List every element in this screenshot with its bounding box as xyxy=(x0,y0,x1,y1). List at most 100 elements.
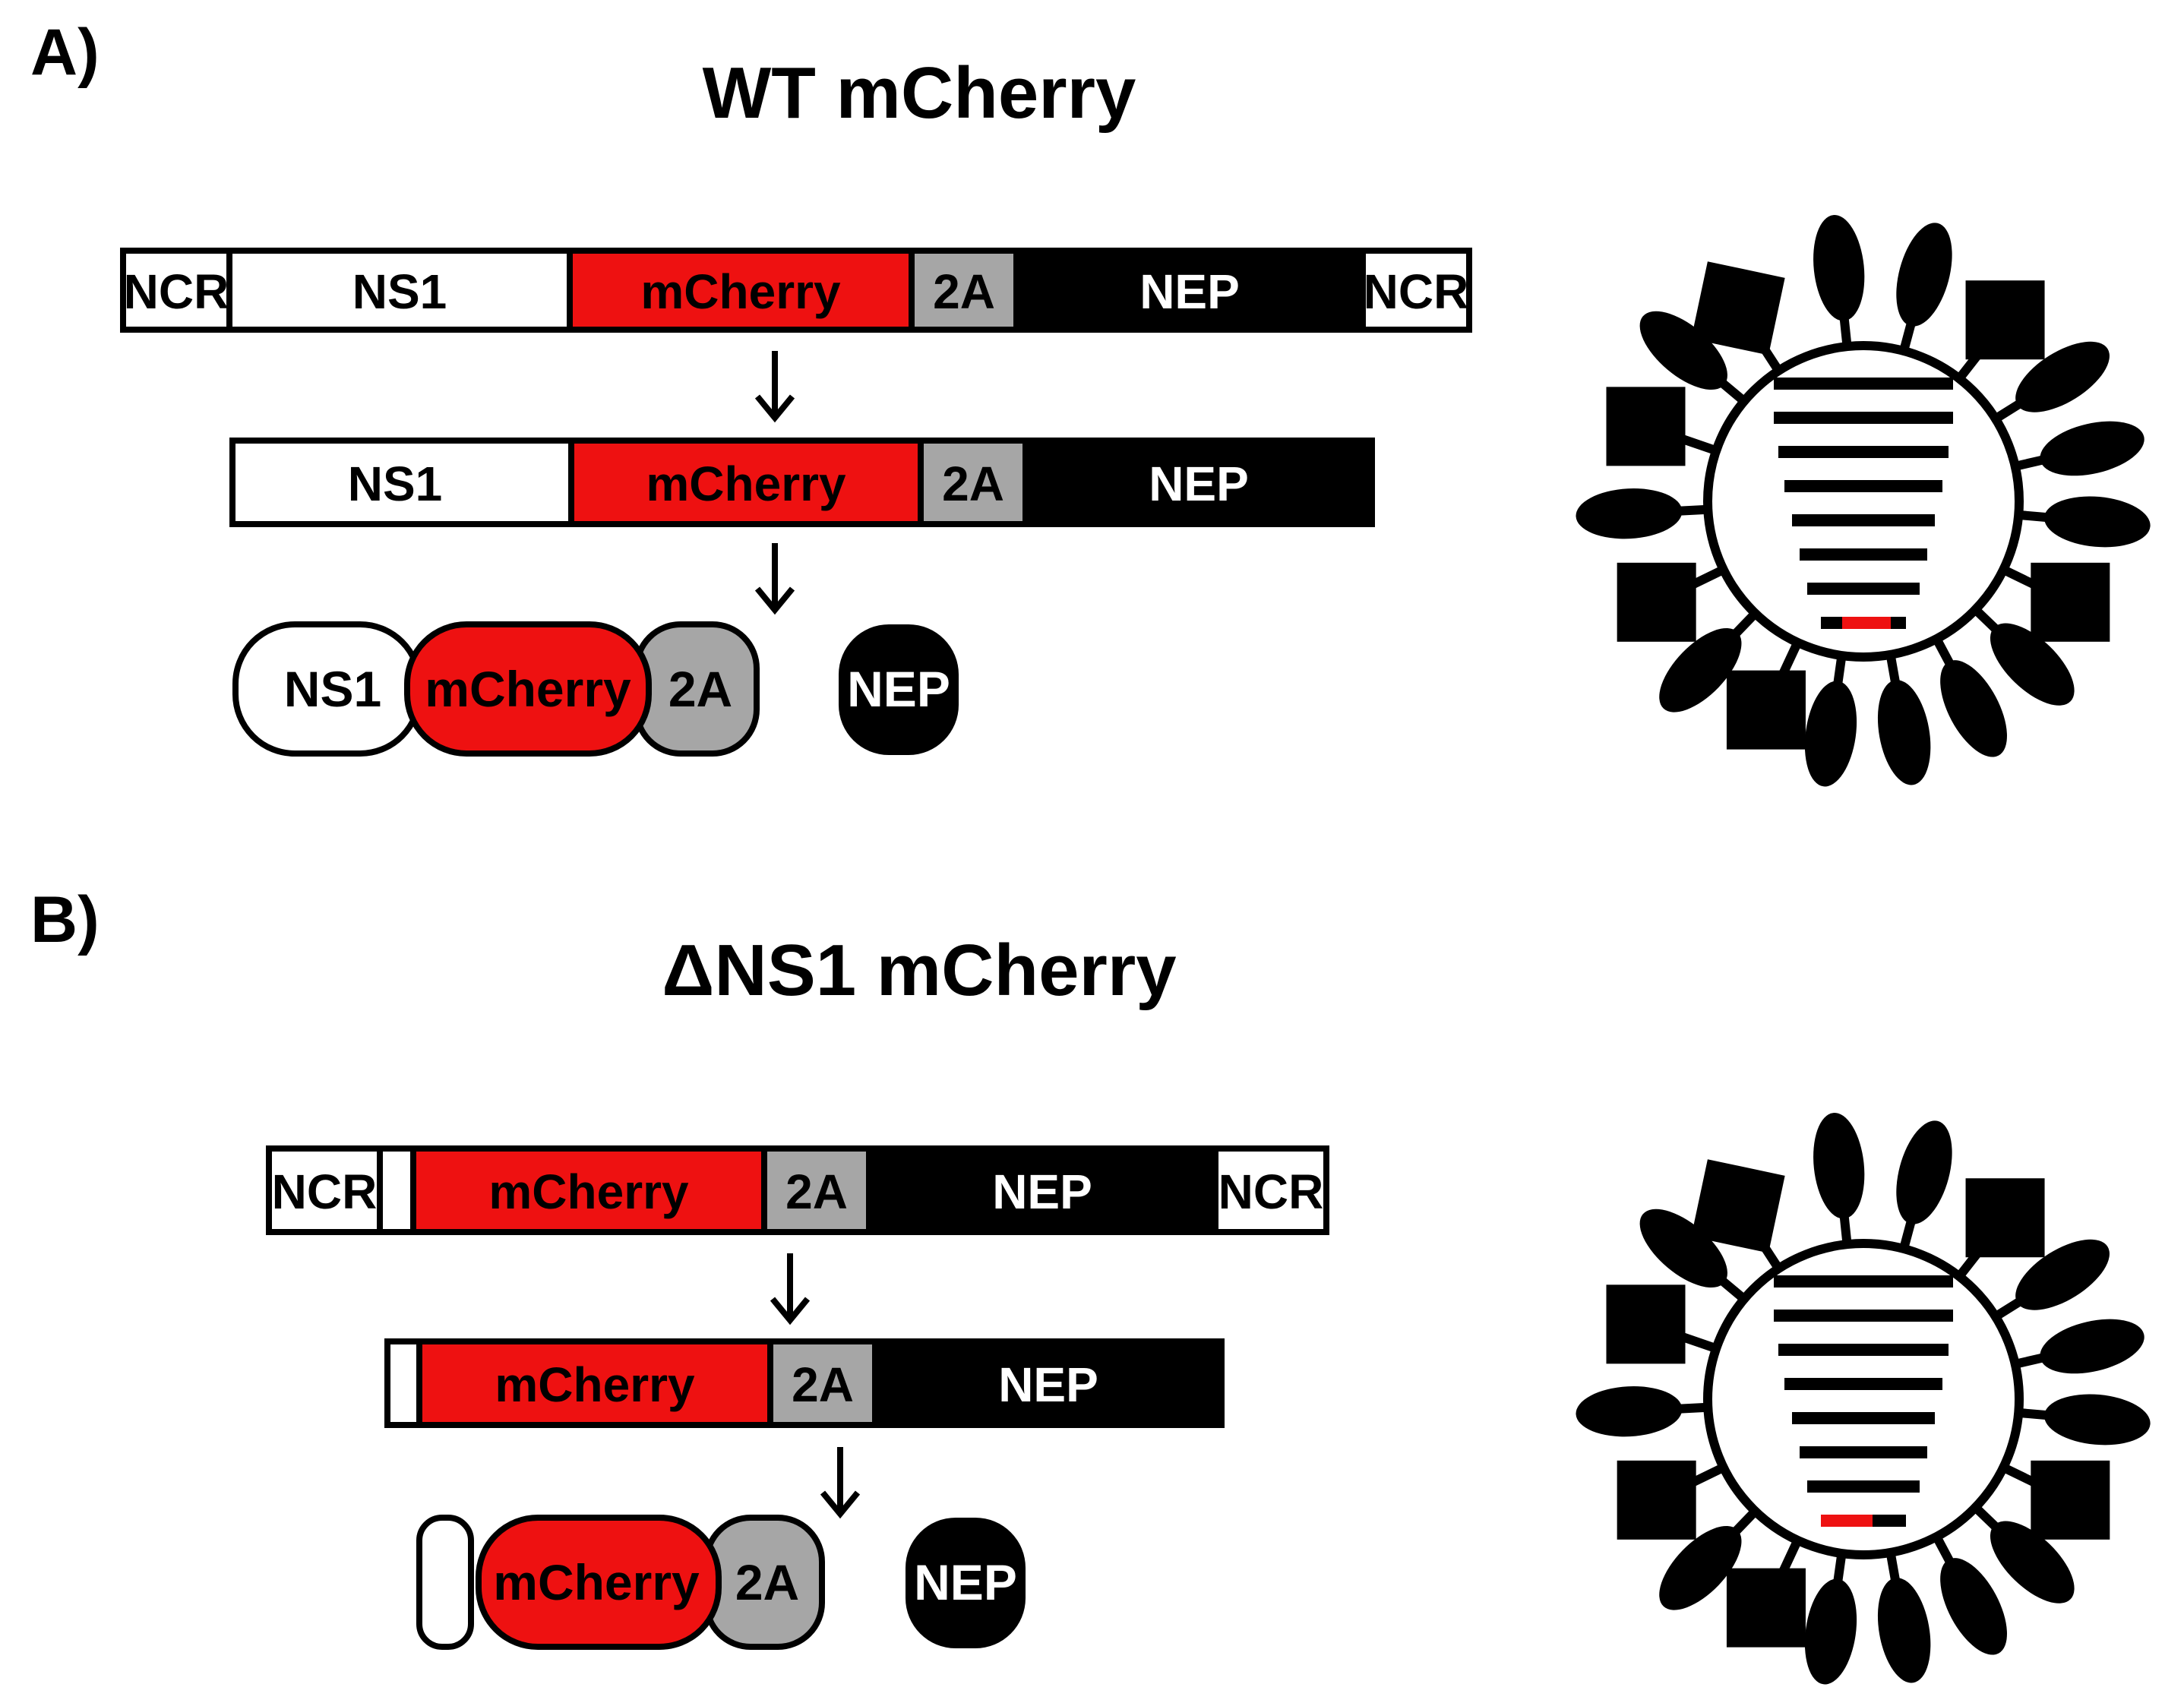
nep-label: NEP xyxy=(1149,457,1249,511)
mcherry-label: mCherry xyxy=(495,1357,695,1412)
hemagglutinin-spike xyxy=(1639,1209,1727,1288)
panel-a: A) WT mCherry NCR NS1 mCherry 2A NEP NCR xyxy=(30,16,2151,787)
surface-glycoproteins xyxy=(1576,1112,2151,1685)
nep-protein xyxy=(839,624,959,755)
hemagglutinin-spike xyxy=(2015,1239,2110,1310)
spike-stalk xyxy=(1778,1538,1802,1575)
hemagglutinin-spike xyxy=(2040,421,2144,476)
hemagglutinin-spike xyxy=(1659,627,1742,712)
ncr-5-box xyxy=(120,248,232,333)
ns1-remnant-box xyxy=(377,1145,416,1235)
mcherry-box xyxy=(410,1145,767,1235)
hemagglutinin-spike xyxy=(1896,223,1952,327)
neuraminidase-spike xyxy=(1617,1460,1696,1540)
neuraminidase-spike xyxy=(1606,387,1686,466)
neuraminidase-spike xyxy=(1726,1568,1806,1648)
nep-label: NEP xyxy=(998,1357,1098,1412)
ns1-label: NS1 xyxy=(284,661,381,717)
hemagglutinin-spike xyxy=(2044,1394,2151,1445)
mcherry-protein xyxy=(404,621,652,757)
hemagglutinin-spike xyxy=(1896,1120,1952,1224)
ncr-5-label: NCR xyxy=(272,1164,378,1219)
ncr-5-label: NCR xyxy=(124,264,229,319)
nep-box xyxy=(866,1145,1218,1235)
spike-stalk xyxy=(1689,1463,1726,1487)
panel-b-title: ΔNS1 mCherry xyxy=(662,930,1176,1011)
nep-box xyxy=(1013,248,1366,333)
neuraminidase-spike xyxy=(2031,562,2110,642)
nep-box xyxy=(872,1338,1225,1428)
hemagglutinin-spike xyxy=(1990,623,2075,706)
ncr-3-label: NCR xyxy=(1364,264,1469,319)
nep-box xyxy=(1022,438,1375,527)
ncr-3-box xyxy=(1212,1145,1329,1235)
neuraminidase-spike xyxy=(1617,562,1696,642)
mcherry-label: mCherry xyxy=(425,661,631,717)
2a-label: 2A xyxy=(792,1357,854,1412)
spike-stalk xyxy=(1681,1332,1718,1353)
mcherry-protein xyxy=(476,1515,722,1650)
genome-segments xyxy=(1774,1275,1953,1527)
ns1-box xyxy=(226,248,573,333)
2a-label: 2A xyxy=(668,661,732,717)
arrow-down-icon xyxy=(770,1253,811,1325)
panel-a-letter: A) xyxy=(30,16,100,89)
hemagglutinin-spike xyxy=(1804,1578,1857,1685)
arrow-down-icon xyxy=(754,543,795,615)
mcherry-label: mCherry xyxy=(646,457,846,511)
ns1-remnant-protein xyxy=(416,1515,474,1650)
mcherry-label: mCherry xyxy=(488,1164,689,1219)
panel-a-mrna: NS1 mCherry 2A NEP xyxy=(229,438,1375,527)
hemagglutinin-spike xyxy=(1813,214,1865,321)
ncr-5-box xyxy=(266,1145,383,1235)
panel-b-genome-segment: NCR mCherry 2A NEP NCR xyxy=(266,1145,1329,1235)
panel-b-proteins: mCherry 2A NEP xyxy=(416,1515,1026,1650)
hemagglutinin-spike xyxy=(1813,1112,1865,1219)
hemagglutinin-spike xyxy=(2040,1319,2144,1374)
nep-label: NEP xyxy=(992,1164,1092,1219)
mcherry-label: mCherry xyxy=(640,264,841,319)
mcherry-box xyxy=(567,248,915,333)
hemagglutinin-spike xyxy=(1877,1578,1931,1683)
nep-label: NEP xyxy=(847,661,950,717)
influenza-virion-icon xyxy=(1576,214,2151,787)
ns1-remnant-box xyxy=(384,1338,422,1428)
spike-stalk xyxy=(2001,565,2037,589)
panel-b: B) ΔNS1 mCherry NCR mCherry 2A NEP NCR xyxy=(30,883,2151,1685)
spike-stalk xyxy=(1778,640,1802,677)
ncr-3-label: NCR xyxy=(1218,1164,1324,1219)
2a-label: 2A xyxy=(942,457,1004,511)
nep-label: NEP xyxy=(914,1554,1017,1610)
panel-a-genome-segment: NCR NS1 mCherry 2A NEP NCR xyxy=(120,248,1472,333)
nep-label: NEP xyxy=(1139,264,1240,319)
hemagglutinin-spike xyxy=(1639,311,1727,390)
neuraminidase-spike xyxy=(1726,670,1806,750)
arrow-down-icon xyxy=(754,351,795,423)
hemagglutinin-spike xyxy=(2015,341,2110,412)
mcherry-label: mCherry xyxy=(493,1554,700,1610)
influenza-virion-icon xyxy=(1576,1112,2151,1685)
hemagglutinin-spike xyxy=(1940,1558,2007,1655)
spike-stalk xyxy=(1681,434,1718,455)
nep-protein xyxy=(906,1518,1026,1648)
hemagglutinin-spike xyxy=(1990,1521,2075,1603)
hemagglutinin-spike xyxy=(1576,1386,1683,1437)
neuraminidase-spike xyxy=(1965,280,2045,360)
arrow-down-icon xyxy=(820,1447,861,1519)
spike-stalk xyxy=(2001,1463,2037,1487)
neuraminidase-spike xyxy=(1691,261,1785,355)
2a-label: 2A xyxy=(735,1554,799,1610)
hemagglutinin-spike xyxy=(1877,680,1931,785)
hemagglutinin-spike xyxy=(1940,660,2007,757)
hemagglutinin-spike xyxy=(1576,488,1683,539)
surface-glycoproteins xyxy=(1576,214,2151,787)
neuraminidase-spike xyxy=(2031,1460,2110,1540)
2a-label: 2A xyxy=(933,264,995,319)
panel-a-proteins: NS1 mCherry 2A NEP xyxy=(232,621,959,757)
hemagglutinin-spike xyxy=(1804,681,1857,787)
ns1-label: NS1 xyxy=(352,264,447,319)
ncr-3-box xyxy=(1360,248,1472,333)
neuraminidase-spike xyxy=(1965,1178,2045,1258)
ns1-label: NS1 xyxy=(348,457,443,511)
